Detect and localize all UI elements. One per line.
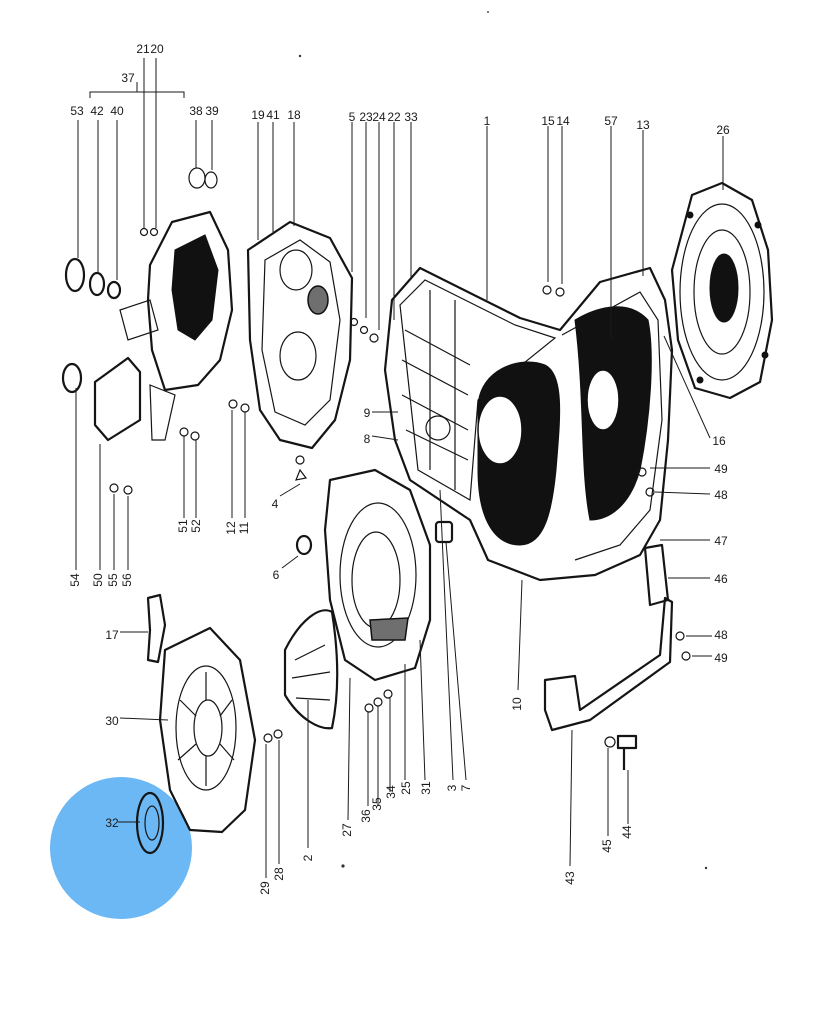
part-label-washer[interactable]: 14 xyxy=(556,114,570,128)
part-label-stud[interactable]: 5 xyxy=(349,110,356,124)
part-label-gear-carrier[interactable]: 41 xyxy=(266,108,280,122)
part-label-washer[interactable]: 21 xyxy=(136,42,150,56)
part-label-bracket[interactable]: 17 xyxy=(105,628,119,642)
gasket-drawing xyxy=(283,609,339,730)
part-label-oil-seal[interactable]: 32 xyxy=(105,816,119,830)
part-label-washer[interactable]: 51 xyxy=(176,519,190,533)
part-label-seal-ring[interactable]: 39 xyxy=(205,104,219,118)
part-label-washer[interactable]: 48 xyxy=(714,488,728,502)
part-label-gear-carrier-assembly[interactable]: 37 xyxy=(121,71,135,85)
part-label-needle-bearing[interactable]: 40 xyxy=(110,104,124,118)
part-label-plug[interactable]: 38 xyxy=(189,104,203,118)
oil-seal-drawing xyxy=(135,791,165,855)
part-label-cover[interactable]: 50 xyxy=(91,573,105,587)
part-label-bolt[interactable]: 47 xyxy=(714,534,728,548)
part-label-nut[interactable]: 49 xyxy=(714,462,728,476)
intermediate-plate-drawing xyxy=(323,468,454,713)
part-label-washer[interactable]: 55 xyxy=(106,573,120,587)
part-label-washer[interactable]: 20 xyxy=(150,42,164,56)
part-label-washer[interactable]: 35 xyxy=(370,797,384,811)
part-label-washer[interactable]: 48 xyxy=(714,628,728,642)
part-label-nut[interactable]: 23 xyxy=(359,110,373,124)
part-label-nut[interactable]: 49 xyxy=(714,651,728,665)
part-label-nut[interactable]: 12 xyxy=(224,521,238,535)
part-label-nut[interactable]: 28 xyxy=(272,867,286,881)
part-label-end-cover[interactable]: 30 xyxy=(105,714,119,728)
part-32-highlight-circle[interactable] xyxy=(50,777,192,919)
part-label-stud[interactable]: 13 xyxy=(636,118,650,132)
part-label-gear-carrier[interactable]: 19 xyxy=(251,108,265,122)
part-label-bushing[interactable]: 6 xyxy=(273,568,280,582)
part-label-side-cover[interactable]: 26 xyxy=(716,123,730,137)
part-label-bushing[interactable]: 7 xyxy=(459,784,473,791)
part-label-stud[interactable]: 10 xyxy=(510,697,524,711)
gear-carrier-drawing xyxy=(246,220,354,465)
part-label-stud[interactable]: 33 xyxy=(404,110,418,124)
part-label-axle-seal[interactable]: 53 xyxy=(70,104,84,118)
scan-speck xyxy=(298,54,302,58)
part-label-washer[interactable]: 22 xyxy=(387,110,401,124)
end-cover-drawing xyxy=(146,593,283,834)
leader-lines xyxy=(75,58,724,878)
part-label-plug[interactable]: 9 xyxy=(364,406,371,420)
part-label-nut[interactable]: 34 xyxy=(384,785,398,799)
part-label-transmission-case[interactable]: 1 xyxy=(484,114,491,128)
part-label-stud[interactable]: 4 xyxy=(272,497,279,511)
front-housing-drawing xyxy=(119,167,234,441)
part-label-bolt[interactable]: 44 xyxy=(620,825,634,839)
part-label-plug[interactable]: 8 xyxy=(364,432,371,446)
part-label-washer[interactable]: 29 xyxy=(258,881,272,895)
side-cover-drawing xyxy=(670,181,774,400)
part-label-washer[interactable]: 36 xyxy=(359,809,373,823)
part-label-seal[interactable]: 54 xyxy=(68,573,82,587)
part-label-gasket[interactable]: 25 xyxy=(399,781,413,795)
part-label-breather[interactable]: 16 xyxy=(712,434,726,448)
support-arm-drawing xyxy=(349,285,691,770)
part-label-washer[interactable]: 24 xyxy=(372,110,386,124)
part-label-mount-bracket[interactable]: 46 xyxy=(714,572,728,586)
part-label-nut[interactable]: 56 xyxy=(120,573,134,587)
part-label-washer[interactable]: 45 xyxy=(600,839,614,853)
part-label-intermediate-plate[interactable]: 27 xyxy=(340,823,354,837)
part-label-stud[interactable]: 31 xyxy=(419,781,433,795)
transmission-case-drawing xyxy=(383,266,674,582)
part-label-nut[interactable]: 52 xyxy=(189,519,203,533)
scan-speck xyxy=(487,11,489,13)
part-label-support-arm[interactable]: 43 xyxy=(563,871,577,885)
part-label-nut[interactable]: 15 xyxy=(541,114,555,128)
part-label-bushing[interactable]: 57 xyxy=(604,114,618,128)
part-label-dowel[interactable]: 3 xyxy=(445,784,459,791)
part-label-bushing[interactable]: 42 xyxy=(90,104,104,118)
part-label-gear-carrier[interactable]: 18 xyxy=(287,108,301,122)
part-label-gasket[interactable]: 2 xyxy=(301,854,315,861)
scan-speck xyxy=(704,866,708,870)
part-label-washer[interactable]: 11 xyxy=(237,521,251,534)
scan-speck xyxy=(341,864,345,868)
small-parts-left-drawing xyxy=(61,227,313,556)
